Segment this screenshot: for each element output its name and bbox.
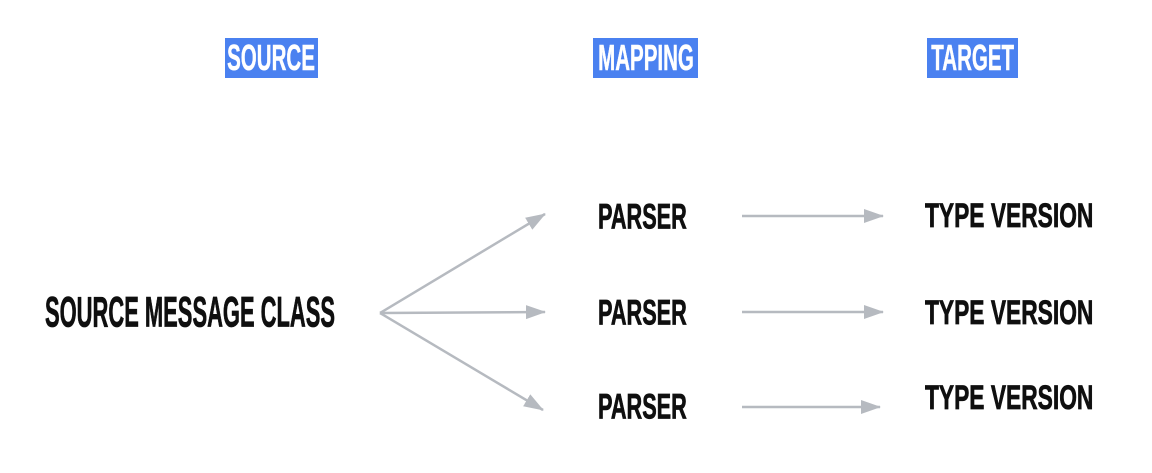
fan-arrow-middle-icon	[379, 305, 546, 320]
source-message-class-node: SOURCE MESSAGE CLASS	[45, 288, 336, 337]
column-header-mapping-label: MAPPING	[597, 37, 694, 78]
type-version-node-2: TYPE VERSION	[925, 294, 1094, 332]
parser-node-2: PARSER	[598, 293, 687, 333]
type-version-node-1: TYPE VERSION	[925, 197, 1094, 235]
column-header-target: TARGET	[927, 38, 1018, 78]
fan-arrow-top-icon	[379, 212, 546, 315]
column-header-source-label: SOURCE	[227, 37, 316, 78]
column-header-source: SOURCE	[225, 38, 318, 78]
column-header-target-label: TARGET	[931, 37, 1014, 78]
column-header-mapping: MAPPING	[593, 38, 698, 78]
type-version-node-3: TYPE VERSION	[925, 379, 1094, 417]
parser-node-1: PARSER	[598, 197, 687, 237]
fan-arrow-bottom-icon	[379, 311, 544, 412]
parser-node-3: PARSER	[598, 387, 687, 427]
